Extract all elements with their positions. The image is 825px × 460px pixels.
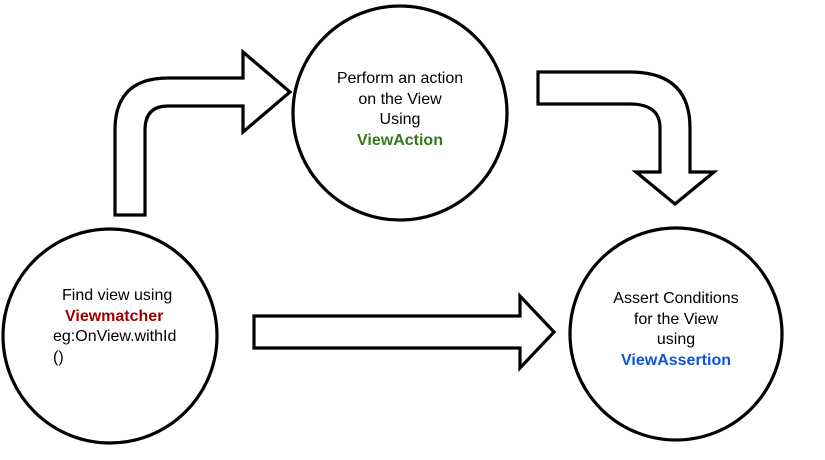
node-find-circle: [1, 227, 219, 445]
node-action-label: Perform an action on the View Using View…: [300, 69, 500, 151]
node-find-line-1: Find view using: [62, 287, 173, 304]
node-action-line-2: on the View: [358, 90, 442, 108]
node-assert-line-1: Assert Conditions: [613, 290, 739, 307]
node-action-circle: [291, 4, 509, 222]
node-assert-line-3: using: [656, 331, 696, 348]
arrow-find-to-assert: [252, 291, 557, 373]
view-assertion-keyword: ViewAssertion: [621, 351, 731, 369]
node-action-line-1: Perform an action: [336, 70, 464, 87]
arrow-action-to-assert: [536, 70, 719, 207]
node-find-label: Find view using Viewmatcher eg:OnView.wi…: [53, 286, 203, 368]
node-assert-label: Assert Conditions for the View using Vie…: [576, 289, 776, 371]
node-assert-circle: [568, 226, 784, 442]
view-action-keyword: ViewAction: [357, 131, 443, 149]
node-action-line-3: Using: [379, 111, 421, 128]
arrow-find-to-action: [113, 48, 293, 217]
node-find-line-4: (): [53, 348, 64, 366]
node-assert-line-2: for the View: [633, 310, 719, 328]
node-find-line-3: eg:OnView.withId: [53, 328, 177, 345]
viewmatcher-keyword: Viewmatcher: [65, 307, 164, 325]
